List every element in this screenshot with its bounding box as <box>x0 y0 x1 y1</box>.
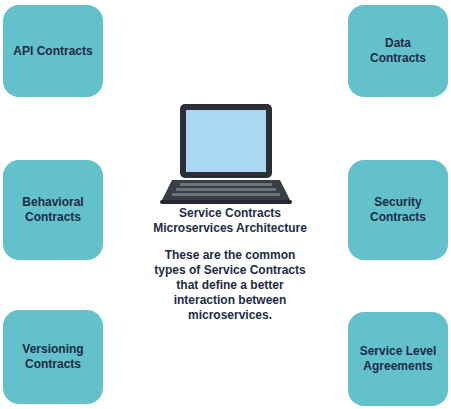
box-label: API Contracts <box>13 44 92 59</box>
box-label: Data Contracts <box>356 36 440 66</box>
description-text: These are the common types of Service Co… <box>148 248 312 323</box>
box-label: Security Contracts <box>356 195 440 225</box>
box-label: Behavioral Contracts <box>11 195 95 225</box>
laptop-edge <box>160 200 292 204</box>
laptop-base <box>162 180 290 200</box>
laptop-screen <box>186 110 266 172</box>
contract-box: Security Contracts <box>348 160 448 260</box>
contract-box: Versioning Contracts <box>3 310 103 404</box>
laptop-lid <box>180 104 272 178</box>
contract-box: Behavioral Contracts <box>3 160 103 260</box>
diagram-title: Service Contracts Microservices Architec… <box>150 206 310 236</box>
box-label: Versioning Contracts <box>11 342 95 372</box>
laptop-keys <box>172 183 280 196</box>
contract-box: API Contracts <box>3 5 103 97</box>
box-label: Service Level Agreements <box>356 344 440 374</box>
contract-box: Data Contracts <box>348 5 448 97</box>
contract-box: Service Level Agreements <box>348 312 448 406</box>
